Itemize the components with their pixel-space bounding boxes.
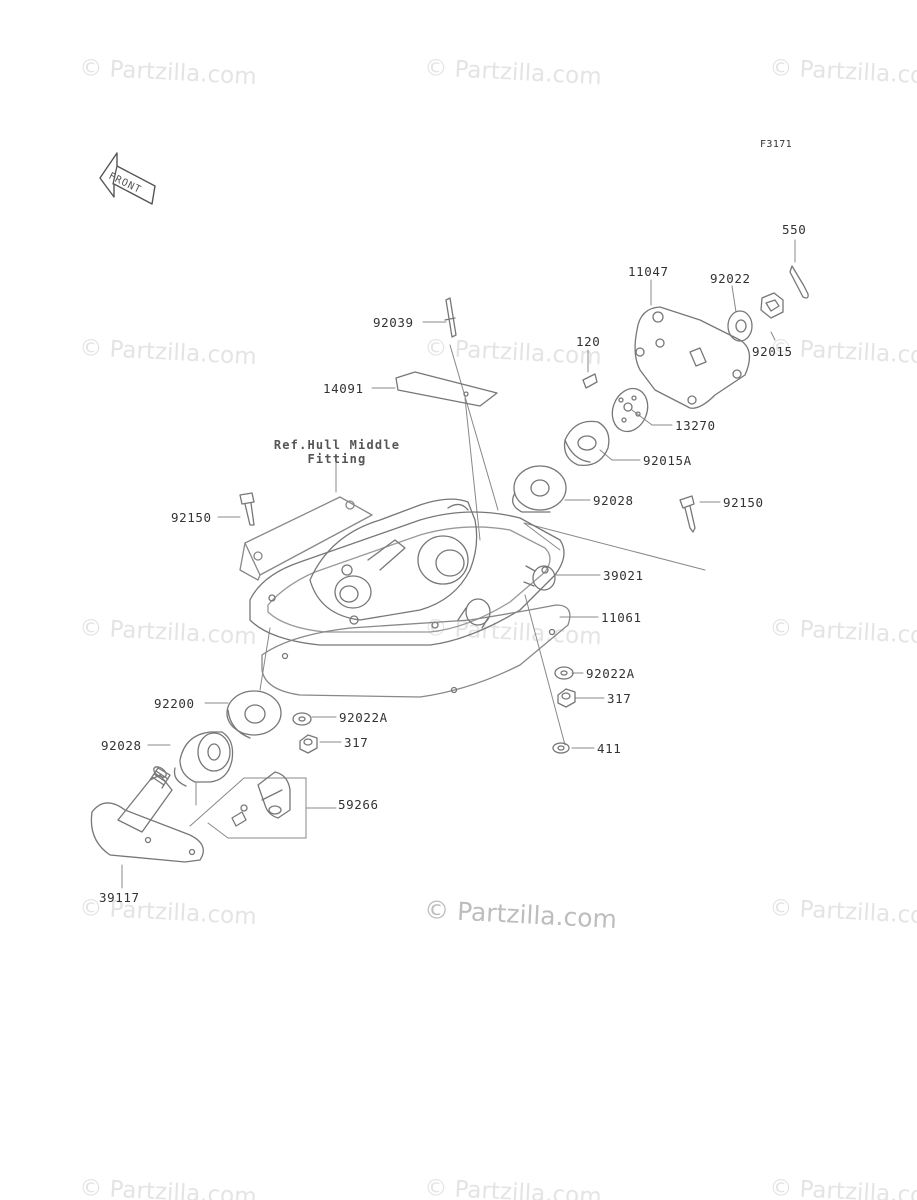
reference-note-line2: Fitting <box>307 452 367 466</box>
part-number-92015[interactable]: 92015 <box>752 344 793 359</box>
part-number-11047[interactable]: 11047 <box>628 264 669 279</box>
part-number-92200[interactable]: 92200 <box>154 696 195 711</box>
cotter-pin-550 <box>789 265 809 299</box>
reference-note-line1: Ref.Hull Middle <box>273 438 401 452</box>
front-arrow-text: FRONT <box>107 171 143 196</box>
part-number-92022[interactable]: 92022 <box>710 271 751 286</box>
part-number-14091[interactable]: 14091 <box>323 381 364 396</box>
part-number-92039[interactable]: 92039 <box>373 315 414 330</box>
castle-nut-92015 <box>760 292 784 319</box>
front-arrow-icon: FRONT <box>99 152 156 205</box>
washer-92200 <box>226 690 282 739</box>
nut-317-right <box>557 688 576 708</box>
part-number-92015A[interactable]: 92015A <box>643 453 692 468</box>
part-number-120[interactable]: 120 <box>576 334 601 349</box>
washer-92022 <box>727 310 753 342</box>
part-number-317-left[interactable]: 317 <box>344 735 369 750</box>
drive-shaft-39117 <box>90 766 204 863</box>
leader-lines <box>121 239 796 889</box>
part-number-317-right[interactable]: 317 <box>607 691 632 706</box>
part-number-59266[interactable]: 59266 <box>338 797 379 812</box>
washer-411 <box>552 742 570 754</box>
plug-59266 <box>231 771 291 827</box>
bushing-92028-upper <box>512 465 567 513</box>
part-number-39117[interactable]: 39117 <box>99 890 140 905</box>
washer-92022A-right <box>554 666 574 680</box>
part-number-13270[interactable]: 13270 <box>675 418 716 433</box>
plate-14091 <box>395 371 498 407</box>
screw-120 <box>582 373 598 389</box>
part-number-92028-bottom[interactable]: 92028 <box>101 738 142 753</box>
bolt-92150-right <box>679 495 696 533</box>
part-number-39021[interactable]: 39021 <box>603 568 644 583</box>
washer-92022A-left <box>292 712 312 726</box>
bushing-92028-lower <box>173 731 234 787</box>
part-number-92150-left[interactable]: 92150 <box>171 510 212 525</box>
bracket-plate-11047 <box>634 306 751 409</box>
housing-plate-11061 <box>249 511 565 646</box>
pin-92039 <box>444 297 457 338</box>
part-number-411[interactable]: 411 <box>597 741 622 756</box>
pump-housing-body <box>309 498 478 625</box>
part-number-92028-top[interactable]: 92028 <box>593 493 634 508</box>
flange-13270 <box>611 387 649 433</box>
nozzle-cap-92015A <box>563 420 610 467</box>
nut-317-left <box>299 734 318 754</box>
part-number-550[interactable]: 550 <box>782 222 807 237</box>
part-number-92150-right[interactable]: 92150 <box>723 495 764 510</box>
figure-code: F3171 <box>760 139 793 150</box>
shaft-end-39021 <box>523 565 556 591</box>
spacer-cylinder <box>457 598 491 629</box>
part-number-92022A-left[interactable]: 92022A <box>339 710 388 725</box>
part-number-92022A-right[interactable]: 92022A <box>586 666 635 681</box>
reference-note: Ref.Hull Middle Fitting <box>262 438 412 466</box>
bolt-92150-left <box>239 492 255 526</box>
part-number-11061[interactable]: 11061 <box>601 610 642 625</box>
gasket-11061 <box>261 604 571 698</box>
hull-middle-fitting-bracket <box>239 496 373 581</box>
